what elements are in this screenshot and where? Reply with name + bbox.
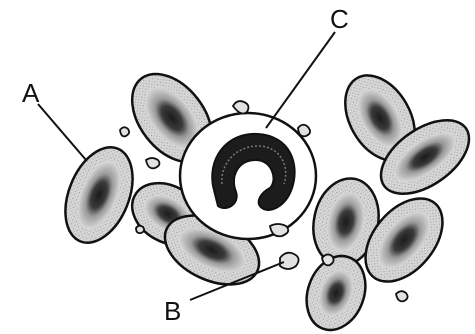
platelet xyxy=(136,226,144,233)
leader-line-a xyxy=(38,104,86,160)
label-c: C xyxy=(330,4,349,34)
leader-line-c xyxy=(266,32,335,128)
platelet xyxy=(270,224,288,236)
platelet xyxy=(322,254,334,265)
label-a: A xyxy=(22,78,40,108)
red-blood-cell-a xyxy=(52,137,145,252)
platelet xyxy=(233,101,248,113)
platelet xyxy=(146,158,159,168)
platelet-b xyxy=(280,253,299,269)
platelet xyxy=(298,125,310,137)
label-b: B xyxy=(164,296,181,326)
red-blood-cell-bottom-right xyxy=(297,248,376,334)
platelet xyxy=(120,127,129,136)
platelet xyxy=(396,291,408,301)
white-blood-cell-c xyxy=(180,113,316,239)
